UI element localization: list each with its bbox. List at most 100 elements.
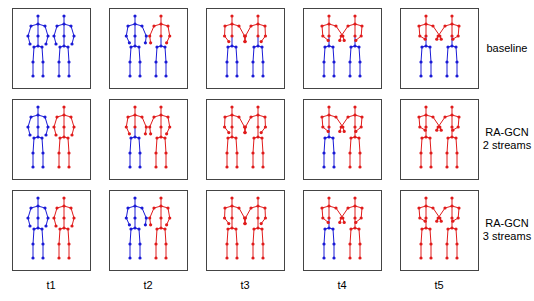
skeleton-bone <box>237 244 238 258</box>
skeleton-joint <box>62 135 65 138</box>
skeleton-bone <box>324 244 325 258</box>
skeleton-joint <box>340 125 343 128</box>
skeleton-joint <box>62 44 65 47</box>
skeleton-bone <box>355 206 356 218</box>
skeleton-joint <box>353 196 356 199</box>
skeleton-joint <box>261 256 264 259</box>
skeleton-joint <box>159 226 162 229</box>
skeleton-joint <box>424 113 427 116</box>
skeleton-joint <box>327 135 330 138</box>
skeleton-joint <box>251 151 254 154</box>
skeleton-bone <box>130 62 131 76</box>
skeleton-joint <box>261 60 264 63</box>
skeleton-joint <box>62 105 65 108</box>
panel-border <box>110 191 188 271</box>
skeleton-joint <box>133 135 136 138</box>
skeleton-joint <box>133 196 136 199</box>
skeleton-joint <box>69 115 72 118</box>
skeleton-joint <box>46 125 49 128</box>
skeleton-bone <box>166 153 167 167</box>
row-label: baseline <box>482 42 532 55</box>
skeleton-joint <box>230 113 233 116</box>
skeleton-joint <box>260 222 263 225</box>
skeleton-joint <box>260 136 263 139</box>
skeleton-joint <box>251 256 254 259</box>
skeleton-joint <box>445 74 448 77</box>
skeleton-joint <box>57 151 60 154</box>
skeleton-bone <box>43 62 44 76</box>
skeleton-bone <box>253 62 254 76</box>
skeleton-joint <box>138 74 141 77</box>
skeleton-bone <box>421 244 422 258</box>
skeleton-joint <box>29 24 32 27</box>
skeleton-joint <box>226 136 229 139</box>
skeleton-bone <box>237 62 238 76</box>
skeleton-joint <box>168 125 171 128</box>
skeleton-joint <box>227 131 230 134</box>
skeleton-bone <box>236 138 237 153</box>
skeleton-joint <box>164 74 167 77</box>
skeleton-joint <box>133 34 136 37</box>
skeleton-joint <box>322 60 325 63</box>
skeleton-joint <box>332 151 335 154</box>
skeleton-bone <box>447 229 448 244</box>
skeleton-joint <box>263 206 266 209</box>
skeleton-bone <box>42 229 43 244</box>
skeleton-joint <box>144 223 147 226</box>
skeleton-bone <box>245 208 251 218</box>
skeleton-joint <box>154 256 157 259</box>
skeleton-joint <box>340 216 343 219</box>
skeleton-joint <box>67 74 70 77</box>
skeleton-joint <box>440 220 443 223</box>
skeleton-bone <box>452 115 453 127</box>
skeleton-joint <box>455 74 458 77</box>
skeleton-joint <box>44 42 47 45</box>
skeleton-joint <box>353 113 356 116</box>
skeleton-bone <box>232 24 233 36</box>
skeleton-bone <box>140 153 141 167</box>
skeleton-bone <box>38 115 39 127</box>
skeleton-bone <box>421 138 422 153</box>
skeleton-bone <box>421 153 422 167</box>
skeleton-bone <box>135 115 136 127</box>
skeleton-joint <box>244 34 247 37</box>
skeleton-joint <box>417 206 420 209</box>
skeleton-joint <box>428 227 431 230</box>
skeleton-bone <box>426 206 427 218</box>
skeleton-bone <box>232 115 233 127</box>
skeleton-joint <box>66 136 69 139</box>
skeleton-bone <box>156 153 157 167</box>
skeleton-joint <box>348 60 351 63</box>
skeleton-joint <box>52 34 55 37</box>
skeleton-bone <box>165 47 166 62</box>
skeleton-joint <box>67 151 70 154</box>
skeleton-joint <box>323 45 326 48</box>
skeleton-bone <box>447 153 448 167</box>
skeleton-bone <box>227 153 228 167</box>
skeleton-joint <box>226 227 229 230</box>
skeleton-joint <box>443 24 446 27</box>
skeleton-joint <box>440 129 443 132</box>
skeleton-joint <box>327 22 330 25</box>
skeleton-joint <box>223 216 226 219</box>
skeleton-bone <box>166 62 167 76</box>
skeleton-joint <box>446 227 449 230</box>
skeleton-joint <box>152 206 155 209</box>
skeleton-joint <box>435 129 438 132</box>
skeleton-joint <box>226 45 229 48</box>
frame-panel <box>207 191 285 271</box>
skeleton-joint <box>353 14 356 17</box>
skeleton-joint <box>128 223 131 226</box>
skeleton-joint <box>62 14 65 17</box>
skeleton-bone <box>359 229 360 244</box>
skeleton-joint <box>55 206 58 209</box>
frame-panel <box>304 9 382 89</box>
skeleton-joint <box>154 60 157 63</box>
skeleton-joint <box>46 216 49 219</box>
skeleton-bone <box>33 62 34 76</box>
skeleton-joint <box>166 206 169 209</box>
skeleton-joint <box>36 125 39 128</box>
skeleton-joint <box>244 222 247 225</box>
skeleton-joint <box>28 224 31 227</box>
skeleton-joint <box>256 34 259 37</box>
